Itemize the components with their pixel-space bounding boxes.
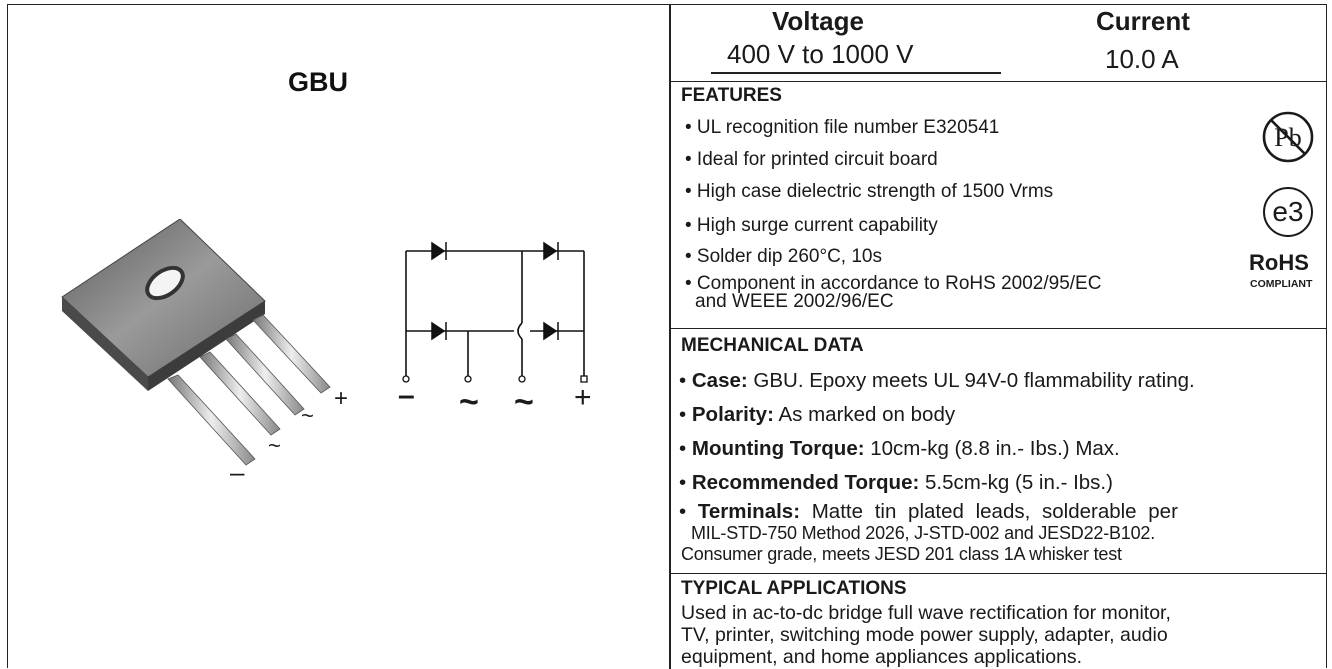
lead-label-ac-2: ~ [268, 433, 281, 458]
current-label: Current [1096, 6, 1190, 36]
terminal-label-plus: + [574, 381, 592, 414]
applications-line: Used in ac-to-dc bridge full wave rectif… [681, 602, 1171, 624]
column-divider [669, 5, 671, 669]
applications-line: equipment, and home appliances applicati… [681, 646, 1083, 668]
datasheet-frame: GBU [7, 4, 1327, 669]
mechanical-item: • Polarity: As marked on body [679, 403, 956, 426]
features-title: FEATURES [681, 85, 782, 106]
mechanical-item-label: Case: [691, 369, 748, 392]
terminals-continuation: MIL-STD-750 Method 2026, J-STD-002 and J… [691, 523, 1156, 543]
mechanical-item-label: Mounting Torque: [691, 437, 865, 460]
terminals-continuation: Consumer grade, meets JESD 201 class 1A … [681, 544, 1122, 564]
package-panel: GBU [8, 5, 668, 669]
mechanical-section: MECHANICAL DATA • Case: GBU. Epoxy meets… [671, 331, 1326, 574]
rohs-compliant-label: COMPLIANT [1250, 278, 1313, 290]
mechanical-item: • Recommended Torque: 5.5cm-kg (5 in.- I… [679, 471, 1113, 494]
current-value: 10.0 A [1105, 44, 1179, 74]
terminal-label-ac-1: ~ [459, 383, 479, 421]
e3-icon: e3 [1263, 187, 1313, 237]
applications-line: TV, printer, switching mode power supply… [681, 624, 1168, 646]
terminal-label-minus: – [398, 379, 415, 412]
feature-item: • Component in accordance to RoHS 2002/9… [685, 273, 1102, 294]
lead-label-plus: + [334, 385, 349, 412]
applications-section: TYPICAL APPLICATIONS Used in ac-to-dc br… [671, 576, 1326, 669]
voltage-label: Voltage [772, 6, 864, 36]
voltage-value: 400 V to 1000 V [727, 39, 914, 69]
feature-item: • Ideal for printed circuit board [685, 149, 938, 170]
feature-item: • UL recognition file number E320541 [685, 117, 1000, 138]
mechanical-item: • Mounting Torque: 10cm-kg (8.8 in.- Ibs… [679, 437, 1120, 460]
lead-label-minus: – [230, 457, 245, 487]
applications-title: TYPICAL APPLICATIONS [681, 578, 907, 599]
mechanical-item-label: Polarity: [691, 403, 774, 426]
mechanical-item-label: Recommended Torque: [691, 471, 920, 494]
bridge-circuit-diagram [402, 241, 588, 383]
package-leads [167, 314, 331, 466]
voltage-underline [711, 72, 1001, 74]
mechanical-title: MECHANICAL DATA [681, 335, 864, 356]
mechanical-item: • Terminals: Matte tin plated leads, sol… [679, 500, 1178, 523]
lead-label-ac-1: ~ [301, 403, 314, 428]
feature-item: • High case dielectric strength of 1500 … [685, 181, 1054, 202]
lead-free-icon: Pb [1262, 111, 1314, 163]
package-name: GBU [288, 67, 348, 97]
spec-panel: Voltage Current 400 V to 1000 V 10.0 A F… [671, 5, 1326, 669]
rohs-label: RoHS [1249, 250, 1309, 275]
mechanical-item-text: Matte tin plated leads, solderable per [800, 500, 1178, 523]
feature-item-cont: and WEEE 2002/96/EC [695, 291, 894, 312]
mechanical-item-label: Terminals: [697, 500, 801, 523]
terminal-label-ac-2: ~ [514, 383, 534, 421]
mechanical-item-text: 10cm-kg (8.8 in.- Ibs.) Max. [864, 437, 1120, 460]
mechanical-item: • Case: GBU. Epoxy meets UL 94V-0 flamma… [679, 369, 1195, 392]
mechanical-item-text: GBU. Epoxy meets UL 94V-0 flammability r… [747, 369, 1195, 392]
features-section: FEATURES • UL recognition file number E3… [671, 83, 1326, 329]
feature-item: • Solder dip 260°C, 10s [685, 246, 882, 267]
ratings-header: Voltage Current 400 V to 1000 V 10.0 A [671, 5, 1326, 82]
feature-item: • High surge current capability [685, 215, 938, 236]
mechanical-item-text: As marked on body [773, 403, 956, 426]
gbu-package-illustration [61, 219, 331, 466]
bridge-diodes [431, 241, 559, 341]
mechanical-item-text: 5.5cm-kg (5 in.- Ibs.) [919, 471, 1113, 494]
